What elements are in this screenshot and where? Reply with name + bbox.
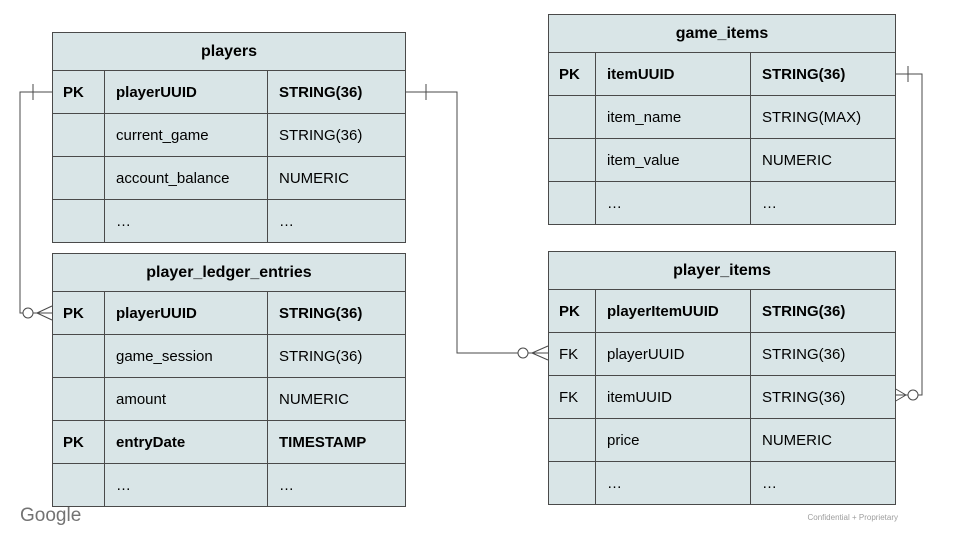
key-cell [53, 200, 104, 242]
column-name-cell: game_session [104, 335, 267, 377]
column-name-cell: item_value [595, 139, 750, 181]
column-name-cell: … [595, 182, 750, 224]
key-cell [53, 378, 104, 420]
connector-players-to-player-items [404, 84, 549, 361]
google-logo: Google [20, 505, 82, 526]
connector-line [894, 73, 923, 396]
table-row: current_game STRING(36) [53, 113, 405, 156]
table-title: player_ledger_entries [53, 254, 405, 292]
erd-table-game-items: game_items PK itemUUID STRING(36) item_n… [548, 14, 896, 225]
key-cell: PK [63, 83, 84, 101]
zero-cardinality-circle [517, 347, 529, 359]
key-cell: PK [63, 433, 84, 451]
crow-foot [531, 345, 549, 361]
table-row: amount NUMERIC [53, 377, 405, 420]
column-name-cell: itemUUID [595, 53, 750, 95]
table-title: game_items [549, 15, 895, 53]
key-cell [549, 419, 595, 461]
column-name-cell: item_name [595, 96, 750, 138]
key-cell: PK [559, 65, 580, 83]
table-row: price NUMERIC [549, 418, 895, 461]
column-name-cell: … [104, 464, 267, 506]
zero-cardinality-circle [22, 307, 34, 319]
connector-game-items-to-player-items [893, 66, 923, 403]
table-row: … … [53, 463, 405, 506]
column-name-cell: current_game [104, 114, 267, 156]
column-name-cell: playerUUID [595, 333, 750, 375]
key-cell [549, 462, 595, 504]
column-name-cell: account_balance [104, 157, 267, 199]
table-row: FK playerUUID STRING(36) [549, 332, 895, 375]
column-type-cell: STRING(36) [267, 71, 405, 113]
table-row: item_name STRING(MAX) [549, 95, 895, 138]
column-type-cell: … [750, 182, 895, 224]
erd-table-players: players PK playerUUID STRING(36) current… [52, 32, 406, 243]
column-name-cell: amount [104, 378, 267, 420]
connector-line [404, 91, 548, 354]
column-type-cell: STRING(36) [750, 53, 895, 95]
column-type-cell: TIMESTAMP [267, 421, 405, 463]
column-type-cell: STRING(36) [750, 376, 895, 418]
table-row: PK playerUUID STRING(36) [53, 292, 405, 334]
column-type-cell: STRING(36) [750, 333, 895, 375]
table-row: … … [549, 181, 895, 224]
crow-foot [36, 305, 53, 321]
key-cell: FK [559, 345, 579, 363]
column-type-cell: NUMERIC [267, 378, 405, 420]
column-type-cell: … [267, 200, 405, 242]
key-cell [549, 139, 595, 181]
key-cell [53, 114, 104, 156]
crow-foot [893, 387, 907, 403]
table-row: … … [53, 199, 405, 242]
connector-players-to-player-ledger-entries [19, 84, 53, 321]
confidential-note: Confidential + Proprietary [807, 513, 899, 522]
key-cell: FK [559, 388, 579, 406]
column-type-cell: … [750, 462, 895, 504]
column-name-cell: playerUUID [104, 71, 267, 113]
column-name-cell: … [104, 200, 267, 242]
column-type-cell: NUMERIC [750, 139, 895, 181]
table-title: players [53, 33, 405, 71]
table-row: game_session STRING(36) [53, 334, 405, 377]
key-cell [549, 96, 595, 138]
key-cell: PK [559, 302, 580, 320]
table-row: PK entryDate TIMESTAMP [53, 420, 405, 463]
table-row: FK itemUUID STRING(36) [549, 375, 895, 418]
column-type-cell: NUMERIC [267, 157, 405, 199]
table-row: … … [549, 461, 895, 504]
key-cell: PK [63, 304, 84, 322]
table-row: item_value NUMERIC [549, 138, 895, 181]
key-cell [549, 182, 595, 224]
table-title: player_items [549, 252, 895, 290]
column-name-cell: playerItemUUID [595, 290, 750, 332]
column-type-cell: STRING(36) [267, 292, 405, 334]
column-name-cell: … [595, 462, 750, 504]
key-cell [53, 464, 104, 506]
key-cell [53, 157, 104, 199]
column-name-cell: entryDate [104, 421, 267, 463]
column-type-cell: NUMERIC [750, 419, 895, 461]
column-name-cell: itemUUID [595, 376, 750, 418]
table-row: PK itemUUID STRING(36) [549, 53, 895, 95]
column-type-cell: STRING(MAX) [750, 96, 895, 138]
key-cell [53, 335, 104, 377]
column-name-cell: playerUUID [104, 292, 267, 334]
column-type-cell: STRING(36) [267, 114, 405, 156]
connector-line [19, 91, 52, 314]
zero-cardinality-circle [907, 389, 919, 401]
table-row: PK playerUUID STRING(36) [53, 71, 405, 113]
column-type-cell: … [267, 464, 405, 506]
column-name-cell: price [595, 419, 750, 461]
table-row: account_balance NUMERIC [53, 156, 405, 199]
table-row: PK playerItemUUID STRING(36) [549, 290, 895, 332]
column-type-cell: STRING(36) [267, 335, 405, 377]
erd-table-player-items: player_items PK playerItemUUID STRING(36… [548, 251, 896, 505]
erd-table-player-ledger-entries: player_ledger_entries PK playerUUID STRI… [52, 253, 406, 507]
column-type-cell: STRING(36) [750, 290, 895, 332]
